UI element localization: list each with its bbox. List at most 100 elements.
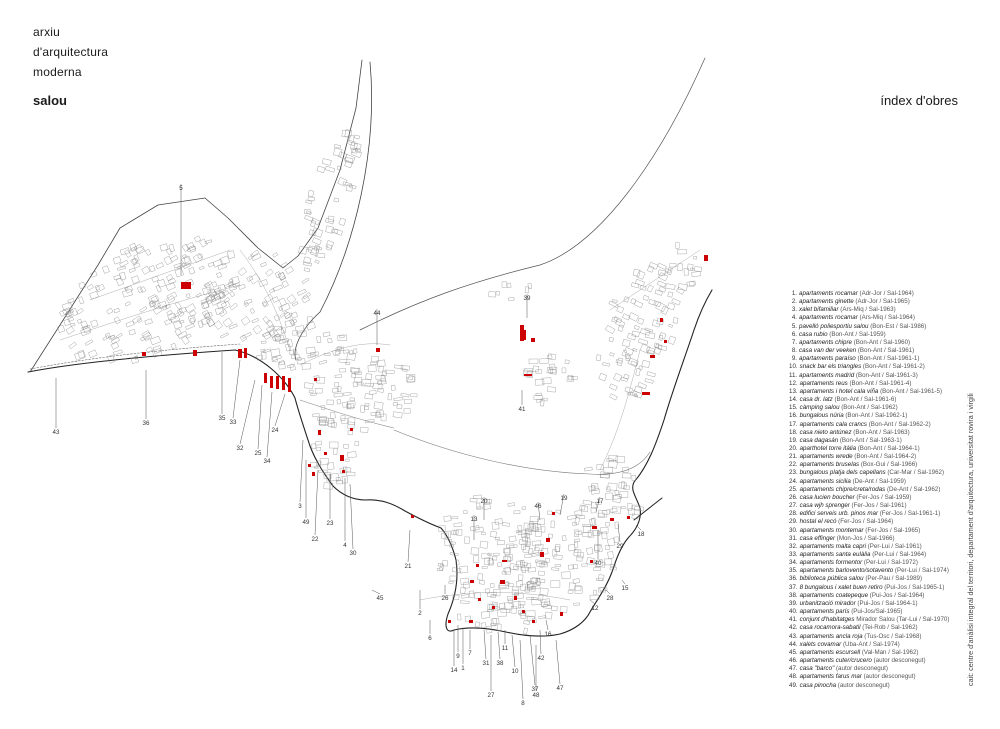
map-label: 32	[237, 445, 244, 452]
legend-item: 33.apartaments santa eulàlia (Per-Lui / …	[789, 551, 949, 559]
legend-item: 29.hostal el recó (Fer-Jos / Sal-1964)	[789, 518, 949, 526]
legend-item-author: (Pui-Jos / Sal-1965-1)	[882, 583, 945, 591]
legend-item-name: apartaments madrid	[799, 371, 855, 379]
legend-item: 46.apartaments cuter/crucero (autor desc…	[789, 657, 949, 665]
leader-line	[529, 634, 536, 686]
legend-item-author: (Uba-Ant / Sal-1974)	[841, 640, 900, 648]
legend-item-name: snack bar els triangles	[799, 363, 862, 371]
legend-item: 28.edifici serveis urb. pinos mar (Fer-J…	[789, 510, 949, 518]
legend-item-name: xalets covamar	[799, 640, 842, 648]
legend-item-name: bungalous núria	[799, 412, 844, 420]
leader-line	[595, 496, 601, 513]
legend-item: 16.bungalous núria (Bon-Ant / Sal-1962-1…	[789, 412, 949, 420]
legend-item-author: (Per-Lui / Sal-1972)	[862, 559, 918, 567]
legend-item: 24.apartaments sicilia (De-Ant / Sal-195…	[789, 478, 949, 486]
work-marker	[500, 580, 505, 584]
legend-item: 12.apartaments reus (Bon-Ant / Sal-1961-…	[789, 380, 949, 388]
leader-line	[314, 469, 319, 536]
legend-item-author: (Bon-Ant / Sal-1962)	[839, 404, 898, 412]
legend-item-author: (Fer-Jos / Sal-1959)	[854, 493, 912, 501]
map-label: 34	[264, 458, 271, 465]
legend-item: 44.xalets covamar (Uba-Ant / Sal-1974)	[789, 641, 949, 649]
map-label: 26	[442, 595, 449, 602]
legend-item-number: 2.	[791, 298, 797, 306]
legend-item-author: (Bon-Ant / Sal-1962-2)	[867, 420, 931, 428]
legend-item-number: 16.	[789, 412, 798, 420]
legend-item-number: 47.	[789, 665, 798, 673]
leader-line	[232, 359, 241, 419]
coastline	[27, 289, 713, 637]
legend-item-author: (Bon-Ant / Sal-1961-5)	[878, 387, 942, 395]
legend-item-name: conjunt d'habitatges	[799, 616, 855, 624]
legend-item: 26.casa lucien boucher (Fer-Jos / Sal-19…	[789, 494, 949, 502]
jetty	[633, 497, 663, 521]
legend-item-number: 42.	[789, 624, 798, 632]
legend-item-author: (Fer-Jos / Sal-1961-1)	[878, 510, 941, 518]
legend-item-name: apartaments rocamar	[799, 290, 858, 297]
map-label: 42	[538, 655, 545, 662]
legend-item-author: (Adr-Jor / Sal-1964)	[857, 290, 914, 297]
legend-item-name: apartaments escursell	[799, 648, 861, 656]
legend-item: 31.casa effinger (Mon-Jos / Sal-1966)	[789, 535, 949, 543]
archive-title-line-1: arxiu	[33, 25, 61, 39]
legend-item-number: 6.	[791, 330, 797, 338]
work-marker	[492, 606, 495, 609]
work-marker	[308, 464, 311, 467]
leader-line	[635, 524, 642, 531]
work-marker	[193, 350, 197, 356]
legend-item: 7.apartaments chipre (Bon-Ant / Sal-1960…	[789, 339, 949, 347]
work-marker	[142, 352, 146, 356]
legend-item-author: (Pui-Jos / Sal-1964-1)	[855, 599, 918, 607]
legend-item-number: 11.	[789, 371, 798, 379]
legend-item-author: (De-Ant / Sal-1959)	[850, 477, 906, 485]
legend-item: 27.casa wjh sprenger (Fer-Jos / Sal-1961…	[789, 502, 949, 510]
legend-item-name: casa rubio	[799, 330, 828, 338]
legend-item-name: apartaments coatepeque	[799, 591, 869, 599]
legend-item: 41.conjunt d'habitatges Mirador Salou (T…	[789, 616, 949, 624]
legend-item-name: casa dagasán	[799, 436, 839, 444]
work-marker	[276, 376, 279, 389]
leader-line	[545, 619, 549, 631]
work-marker	[270, 376, 273, 388]
legend-item-name: casa rocamora-sabatil	[799, 624, 861, 632]
leader-line	[257, 384, 263, 450]
legend-item-name: apartaments chipre/creta/rodas	[799, 485, 886, 493]
legend-item: 39.urbanització mirador (Pui-Jos / Sal-1…	[789, 600, 949, 608]
legend-item-number: 23.	[789, 469, 798, 477]
leader-line	[511, 634, 516, 668]
legend-item-name: xalet bifamiliar	[799, 306, 839, 314]
road-south	[299, 399, 395, 429]
legend-item-author: (Per-Lui / Sal-1964)	[870, 551, 927, 558]
legend-item-number: 1.	[791, 290, 797, 297]
legend-item-author: (Val-Man / Sal-1962)	[860, 648, 919, 656]
legend-item: 49.casa pinocha (autor desconegut)	[789, 682, 949, 690]
legend-item-author: (De-Ant / Sal-1962)	[885, 485, 941, 493]
archive-title-line-3: moderna	[33, 65, 82, 79]
work-marker	[312, 472, 315, 476]
legend-item: 23.bungalous platja dels capellans (Car-…	[789, 469, 949, 477]
work-marker	[470, 580, 474, 583]
map-label: 10	[512, 668, 519, 675]
legend-item-author: (autor desconegut)	[834, 665, 888, 673]
legend-item-author: (Pui-Jos/Sal-1965)	[849, 608, 903, 616]
map-label: 37	[532, 686, 539, 693]
work-marker	[627, 516, 630, 519]
legend-item: 35.apartaments barlovento/sotavento (Per…	[789, 567, 949, 575]
legend-item-name: edifici serveis urb. pinos mar	[799, 510, 879, 518]
legend-item-name: aparthotel torre itàlia	[799, 444, 857, 452]
legend-item: 15.càmping salou (Bon-Ant / Sal-1962)	[789, 404, 949, 412]
work-marker	[350, 428, 353, 431]
legend-item: 9.apartaments paraíso (Bon-Ant / Sal-196…	[789, 355, 949, 363]
legend-item-number: 48.	[789, 673, 798, 681]
leader-line	[539, 629, 542, 655]
map-label: 25	[255, 450, 262, 457]
legend-item-author: (Per-Pau / Sal-1989)	[863, 575, 923, 583]
legend-item-name: apartaments bruselas	[799, 461, 860, 469]
legend-item-number: 26.	[789, 493, 798, 501]
work-marker	[314, 378, 317, 381]
legend-item-name: apartaments barlovento/sotavento	[799, 567, 894, 575]
legend-item: 18.casa nieto antúnez (Bon-Ant / Sal-196…	[789, 429, 949, 437]
leader-line	[407, 529, 411, 563]
work-marker	[520, 325, 524, 341]
